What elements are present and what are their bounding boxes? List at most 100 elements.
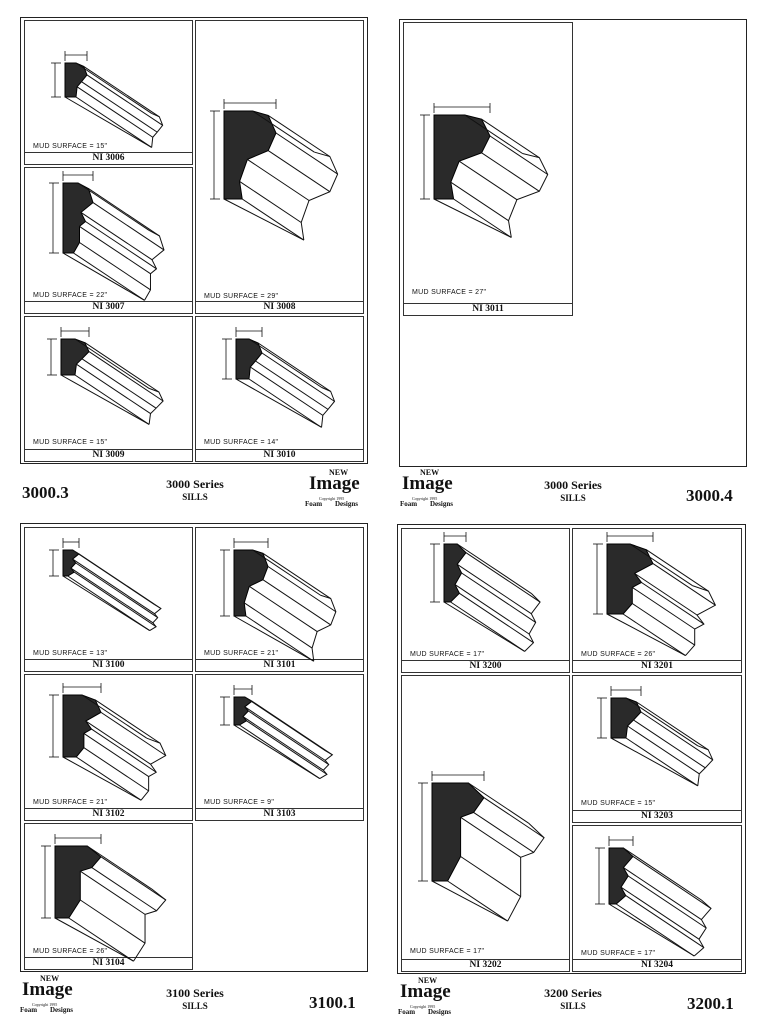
- panel-ni-3011: MUD SURFACE = 27" NI 3011: [403, 22, 573, 316]
- panel-ni-3201: MUD SURFACE = 26" NI 3201: [572, 528, 742, 673]
- series-name: 3100 Series: [166, 986, 224, 1000]
- series-type: SILLS: [560, 493, 586, 503]
- panel-ni-3009: MUD SURFACE = 15" NI 3009: [24, 316, 193, 462]
- logo-foam: Foam: [400, 500, 418, 508]
- dimension-lines: [593, 532, 654, 615]
- sill-profile-drawing: [49, 171, 165, 301]
- panel-number: NI 3101: [196, 659, 363, 671]
- sill-profile-drawing: [220, 685, 334, 779]
- panel-ni-3100: MUD SURFACE = 13" NI 3100: [24, 527, 193, 672]
- panel-number: NI 3104: [25, 957, 192, 969]
- panel-ni-3102: MUD SURFACE = 21" NI 3102: [24, 674, 193, 821]
- panel-number: NI 3201: [573, 660, 741, 672]
- series-type: SILLS: [560, 1001, 586, 1011]
- panel-number: NI 3006: [25, 152, 192, 164]
- profile-extrusion: [60, 338, 164, 425]
- profile-face: [54, 845, 102, 919]
- mud-surface-label: MUD SURFACE = 26": [581, 651, 656, 658]
- panel-number: NI 3204: [573, 959, 741, 971]
- profile-extrusion: [610, 697, 714, 787]
- page-number: 3100.1: [309, 993, 356, 1012]
- panel-ni-3104: MUD SURFACE = 26" NI 3104: [24, 823, 193, 970]
- profile-extrusion: [54, 845, 167, 962]
- profile-extrusion: [433, 114, 549, 238]
- profile-face: [433, 114, 491, 200]
- profile-face: [223, 110, 277, 200]
- profile-extrusion: [443, 543, 541, 652]
- sill-profile-drawing: [595, 836, 712, 957]
- logo-copyright: Copyright 1995: [412, 496, 438, 501]
- sill-profile-drawing: [420, 103, 549, 238]
- new-image-logo: NEW Image Copyright 1995 Foam Designs: [305, 468, 375, 508]
- sill-profile-drawing: [49, 538, 162, 632]
- logo-copyright: Copyright 1995: [319, 496, 345, 501]
- mud-surface-label: MUD SURFACE = 17": [581, 950, 656, 957]
- sill-profile-drawing: [418, 771, 545, 922]
- profile-extrusion: [431, 782, 545, 922]
- profile-extrusion: [235, 338, 336, 428]
- profile-extrusion: [233, 549, 337, 662]
- series-title: 3200 Series SILLS: [518, 986, 628, 1011]
- logo-image: Image: [22, 979, 73, 1000]
- dimension-lines: [222, 327, 263, 380]
- mud-surface-label: MUD SURFACE = 15": [33, 439, 108, 446]
- new-image-logo: NEW Image Copyright 1995 Foam Designs: [20, 974, 90, 1014]
- mud-surface-label: MUD SURFACE = 15": [581, 800, 656, 807]
- profile-face: [431, 782, 485, 882]
- panel-number: NI 3200: [402, 660, 569, 672]
- panel-ni-3006: MUD SURFACE = 15" NI 3006: [24, 20, 193, 165]
- page-number: 3200.1: [687, 994, 734, 1013]
- panel-ni-3007: MUD SURFACE = 22" NI 3007: [24, 167, 193, 314]
- series-name: 3000 Series: [544, 478, 602, 492]
- panel-ni-3204: MUD SURFACE = 17" NI 3204: [572, 825, 742, 972]
- profile-extrusion: [62, 549, 162, 632]
- dimension-lines: [41, 834, 102, 919]
- series-title: 3000 Series SILLS: [518, 478, 628, 503]
- profile-face: [233, 549, 269, 617]
- logo-copyright: Copyright 1995: [410, 1004, 436, 1009]
- logo-image: Image: [309, 473, 360, 494]
- sill-profile-drawing: [597, 686, 714, 787]
- new-image-logo: NEW Image Copyright 1995 Foam Designs: [398, 976, 468, 1016]
- profile-face: [443, 543, 467, 603]
- panel-ni-3202: MUD SURFACE = 17" NI 3202: [401, 675, 570, 972]
- logo-image: Image: [402, 473, 453, 494]
- series-name: 3200 Series: [544, 986, 602, 1000]
- panel-number: NI 3007: [25, 301, 192, 313]
- sheet-3200-1-frame: [397, 524, 746, 974]
- panel-ni-3200: MUD SURFACE = 17" NI 3200: [401, 528, 570, 673]
- logo-copyright: Copyright 1995: [32, 1002, 58, 1007]
- mud-surface-label: MUD SURFACE = 15": [33, 143, 108, 150]
- mud-surface-label: MUD SURFACE = 26": [33, 948, 108, 955]
- sheet-3000-3-frame: [20, 17, 368, 464]
- dimension-lines: [49, 538, 80, 577]
- new-image-logo: NEW Image Copyright 1995 Foam Designs: [400, 468, 470, 508]
- profile-extrusion: [62, 694, 167, 801]
- page-number: 3000.3: [22, 483, 69, 502]
- logo-foam: Foam: [398, 1008, 416, 1016]
- logo-designs: Designs: [428, 1008, 451, 1016]
- sill-profile-drawing: [47, 327, 164, 425]
- dimension-lines: [49, 683, 102, 758]
- panel-number: NI 3103: [196, 808, 363, 820]
- panel-number: NI 3009: [25, 449, 192, 461]
- series-title: 3000 Series SILLS: [140, 477, 250, 502]
- mud-surface-label: MUD SURFACE = 9": [204, 799, 275, 806]
- profile-extrusion: [608, 847, 712, 957]
- profile-extrusion: [233, 696, 334, 779]
- dimension-lines: [595, 836, 634, 905]
- logo-foam: Foam: [20, 1006, 38, 1014]
- sill-profile-drawing: [210, 99, 339, 241]
- logo-foam: Foam: [305, 500, 323, 508]
- mud-surface-label: MUD SURFACE = 22": [33, 292, 108, 299]
- mud-surface-label: MUD SURFACE = 29": [204, 293, 279, 300]
- dimension-lines: [597, 686, 642, 739]
- sill-profile-drawing: [49, 683, 167, 801]
- panel-number: NI 3102: [25, 808, 192, 820]
- panel-number: NI 3203: [573, 810, 741, 822]
- dimension-lines: [220, 538, 269, 617]
- panel-number: NI 3011: [404, 303, 572, 315]
- mud-surface-label: MUD SURFACE = 13": [33, 650, 108, 657]
- logo-new: NEW: [40, 974, 60, 983]
- panel-ni-3203: MUD SURFACE = 15" NI 3203: [572, 675, 742, 823]
